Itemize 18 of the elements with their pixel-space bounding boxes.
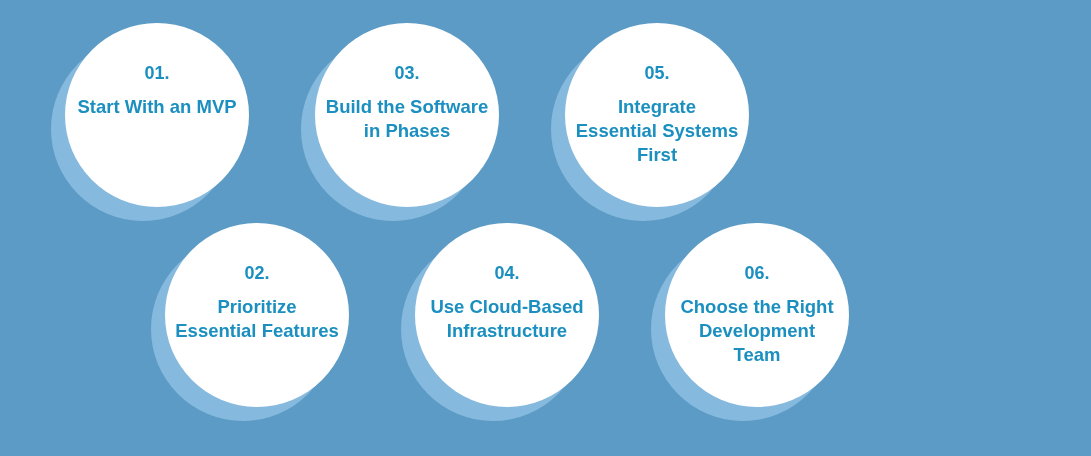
step-title: Integrate Essential Systems First	[575, 95, 739, 167]
step-circle	[301, 23, 499, 221]
step-circle	[551, 23, 749, 221]
step-number: 06.	[743, 263, 771, 284]
step-circle	[51, 23, 249, 221]
step-title: Build the Software in Phases	[325, 95, 489, 143]
step-title: Use Cloud-Based Infrastructure	[429, 295, 585, 343]
step-number: 01.	[143, 63, 171, 84]
step-circle	[651, 223, 849, 421]
step-number: 02.	[243, 263, 271, 284]
step-title: Prioritize Essential Features	[175, 295, 339, 343]
step-number: 04.	[493, 263, 521, 284]
step-number: 03.	[393, 63, 421, 84]
step-title: Start With an MVP	[76, 95, 238, 119]
step-title: Choose the Right Development Team	[679, 295, 835, 367]
step-number: 05.	[643, 63, 671, 84]
step-circle	[151, 223, 349, 421]
step-circle	[401, 223, 599, 421]
